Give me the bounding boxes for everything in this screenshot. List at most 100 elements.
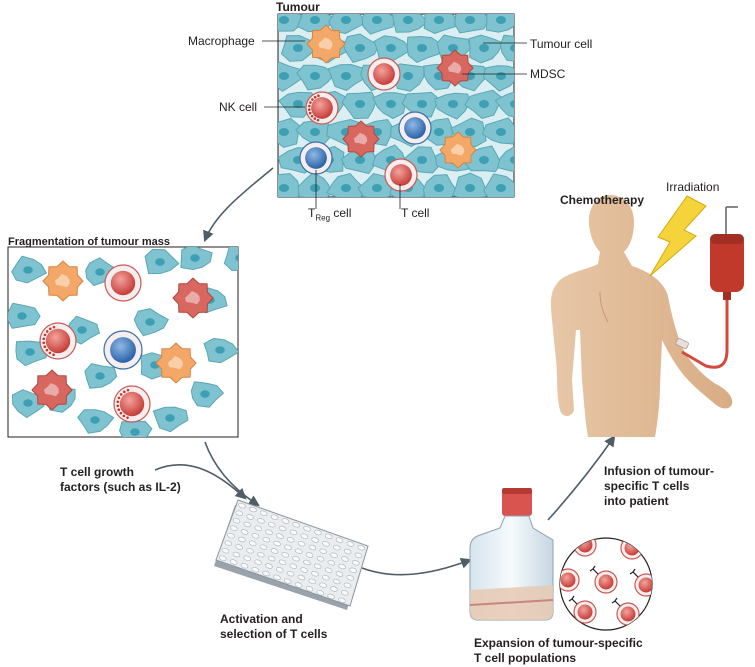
tumour-title: Tumour bbox=[276, 0, 320, 14]
well bbox=[327, 593, 335, 600]
treg-cell bbox=[103, 330, 143, 370]
well bbox=[265, 563, 273, 569]
well bbox=[238, 502, 246, 509]
tumour-cell bbox=[391, 14, 429, 33]
well bbox=[286, 570, 295, 577]
t-cell-label: T cell bbox=[401, 206, 430, 220]
well bbox=[224, 540, 233, 546]
tumour-cell bbox=[423, 14, 458, 34]
well bbox=[316, 556, 325, 562]
well bbox=[259, 510, 268, 517]
well bbox=[292, 555, 300, 562]
well bbox=[335, 537, 344, 543]
activation-line1: Activation and bbox=[220, 612, 303, 626]
tumour-cell bbox=[278, 173, 300, 197]
tumour-cell bbox=[406, 35, 442, 63]
well bbox=[292, 522, 300, 528]
infusion-line2: specific T cells bbox=[604, 479, 690, 493]
mdsc bbox=[172, 277, 214, 319]
well bbox=[254, 525, 262, 532]
tumour-cell bbox=[483, 173, 514, 197]
well bbox=[273, 540, 281, 547]
well bbox=[305, 552, 314, 558]
tumour-leader-lines bbox=[262, 40, 527, 209]
well bbox=[257, 551, 265, 558]
well bbox=[335, 571, 344, 577]
well bbox=[330, 552, 338, 558]
expansion-line2: T cell populations bbox=[474, 651, 577, 665]
tumour-cell bbox=[341, 91, 377, 120]
nk-cell bbox=[39, 322, 77, 360]
fragmentation-title: Fragmentation of tumour mass bbox=[8, 236, 170, 248]
growth-factors-line1: T cell growth bbox=[60, 465, 135, 479]
well bbox=[251, 533, 260, 539]
well bbox=[246, 514, 254, 520]
arrow-fragment-to-plate bbox=[204, 441, 260, 507]
well bbox=[232, 517, 241, 524]
well bbox=[286, 537, 295, 543]
well bbox=[341, 556, 349, 562]
tumour-specific-t-cell bbox=[560, 563, 580, 592]
tumour-cell bbox=[119, 420, 153, 437]
well bbox=[227, 532, 235, 539]
tumour-cell bbox=[481, 117, 514, 145]
t-cell bbox=[384, 158, 418, 192]
well bbox=[278, 559, 287, 566]
tumour-specific-t-cell bbox=[568, 595, 597, 624]
tumour-cell bbox=[152, 406, 189, 433]
irradiation-label: Irradiation bbox=[666, 180, 720, 194]
well bbox=[289, 563, 298, 569]
arrow-tumour-to-fragment bbox=[203, 167, 274, 243]
well bbox=[249, 506, 257, 513]
well bbox=[295, 548, 303, 554]
tumour-cell bbox=[361, 14, 396, 35]
well bbox=[262, 536, 271, 543]
macrophage bbox=[155, 342, 197, 384]
tumour-cell bbox=[496, 146, 514, 172]
tumour-cell bbox=[295, 119, 331, 147]
tumour-cell bbox=[77, 409, 115, 434]
t-cell-receptor-icon bbox=[568, 595, 578, 605]
growth-factors-line2: factors (such as IL-2) bbox=[60, 480, 181, 494]
well bbox=[300, 533, 309, 539]
tumour-cell bbox=[485, 14, 514, 33]
tumour-cell bbox=[144, 248, 180, 275]
tumour-cell bbox=[326, 172, 366, 197]
tumour-cell bbox=[401, 91, 441, 118]
t-cell-receptor-icon bbox=[569, 529, 577, 537]
well bbox=[330, 586, 338, 592]
well bbox=[248, 540, 257, 547]
well bbox=[284, 578, 292, 584]
well bbox=[308, 578, 316, 585]
well bbox=[324, 533, 333, 540]
well-plate bbox=[214, 499, 369, 610]
well bbox=[333, 544, 341, 551]
chemotherapy-label: Chemotherapy bbox=[560, 193, 645, 207]
tumour-cell bbox=[278, 61, 302, 92]
activation-line2: selection of T cells bbox=[220, 627, 328, 641]
tumour-cell bbox=[278, 117, 300, 148]
macrophage bbox=[42, 260, 84, 302]
patient-body bbox=[550, 195, 733, 437]
arrow-flask-to-patient bbox=[547, 435, 616, 521]
infusion-bag bbox=[675, 206, 744, 369]
well bbox=[338, 563, 346, 570]
expanded-t-cells-magnified bbox=[559, 529, 653, 631]
well bbox=[346, 575, 354, 581]
well bbox=[303, 525, 311, 532]
well bbox=[354, 552, 363, 559]
irradiation-lightning-icon bbox=[649, 195, 707, 277]
t-cell-receptor-icon bbox=[611, 597, 621, 607]
tumour-cell-label: Tumour cell bbox=[530, 37, 593, 51]
tumour-cell bbox=[494, 91, 514, 118]
t-cell bbox=[104, 264, 142, 302]
tumour-cell bbox=[373, 35, 412, 62]
tumour-cell bbox=[133, 308, 169, 337]
well bbox=[289, 529, 298, 536]
arrow-plate-to-flask bbox=[361, 557, 473, 576]
well bbox=[308, 544, 317, 551]
mdsc bbox=[436, 49, 474, 87]
well bbox=[332, 578, 341, 585]
well bbox=[340, 590, 349, 596]
tumour-cell bbox=[297, 172, 332, 197]
